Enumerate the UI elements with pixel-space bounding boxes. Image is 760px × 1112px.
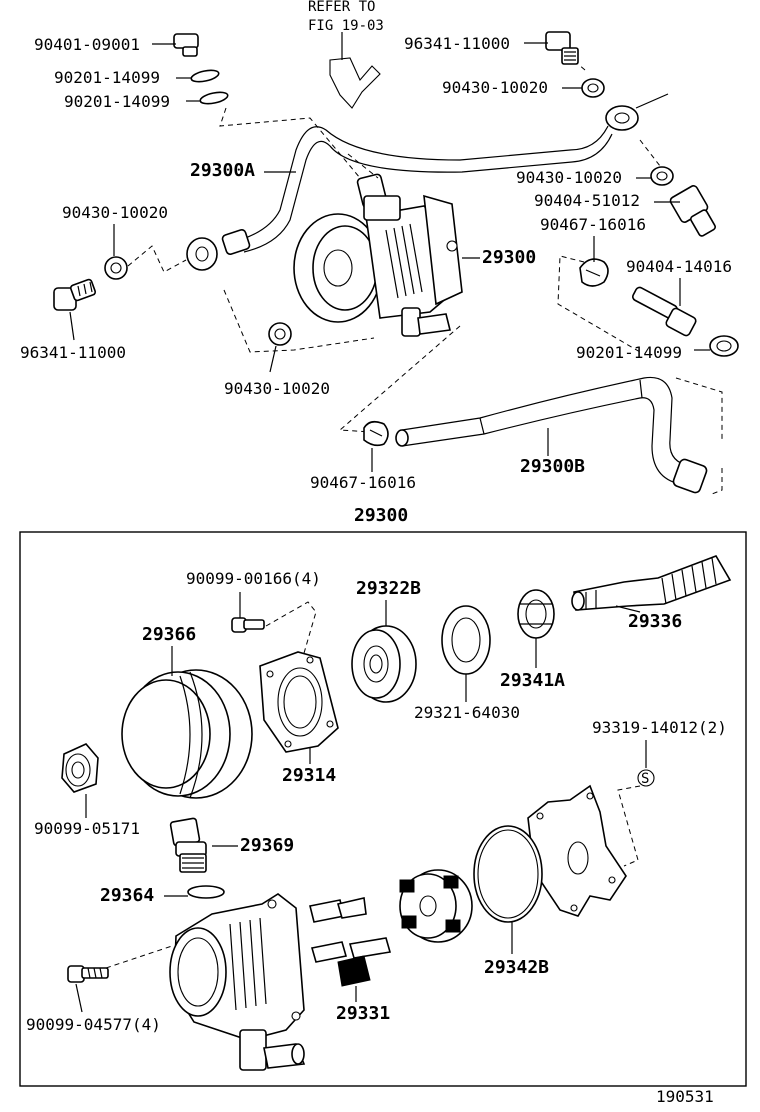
- label-29300: 29300: [482, 247, 536, 268]
- label-29369: 29369: [240, 835, 294, 856]
- label-29331: 29331: [336, 1003, 390, 1024]
- box-title-29300: 29300: [354, 505, 408, 526]
- nut-90099-05171: [61, 743, 99, 793]
- union-90404-14016: [632, 286, 697, 337]
- label-90430-10020-top: 90430-10020: [442, 78, 548, 97]
- label-29336: 29336: [628, 611, 682, 632]
- diagram-code: 190531: [656, 1087, 714, 1106]
- o-ring-29364: [187, 885, 225, 899]
- label-90099-04577: 90099-04577(4): [26, 1015, 161, 1034]
- refer-bracket: [329, 57, 381, 109]
- label-29300B: 29300B: [520, 456, 585, 477]
- vacuum-hose-29300B: [395, 376, 708, 494]
- oil-pipe-29300A: [186, 93, 669, 271]
- label-90099-05171: 90099-05171: [34, 819, 140, 838]
- label-29342B: 29342B: [484, 957, 549, 978]
- label-29314: 29314: [282, 765, 336, 786]
- label-90201-14099-c: 90201-14099: [576, 343, 682, 362]
- exploded-view-frame: [19, 531, 747, 1087]
- s-mark-text: S: [641, 771, 649, 787]
- label-90430-10020-mid: 90430-10020: [516, 168, 622, 187]
- label-29364: 29364: [100, 885, 154, 906]
- flange-29314: [259, 651, 339, 753]
- label-29366: 29366: [142, 624, 196, 645]
- refer-label-line2: FIG 19-03: [308, 18, 384, 34]
- label-29321-64030: 29321-64030: [414, 703, 520, 722]
- label-90467-16016-top: 90467-16016: [540, 215, 646, 234]
- union-bolt-96341-left: [53, 278, 97, 311]
- union-90404-51012: [669, 185, 716, 237]
- label-90430-10020-left: 90430-10020: [62, 203, 168, 222]
- vacuum-pump-29300: [293, 173, 463, 337]
- label-29322B: 29322B: [356, 578, 421, 599]
- label-93319-14012: 93319-14012(2): [592, 718, 727, 737]
- rotor: [399, 869, 473, 943]
- label-90099-00166: 90099-00166(4): [186, 569, 321, 588]
- hose-clip-90467-top: [579, 258, 609, 287]
- label-90201-14099-b: 90201-14099: [64, 92, 170, 111]
- oil-seal-29341A: [517, 589, 555, 639]
- label-29300A: 29300A: [190, 160, 255, 181]
- pulley-29366: [121, 669, 253, 799]
- vanes-29331: [309, 897, 392, 987]
- seal-s-mark: [637, 769, 655, 787]
- label-96341-11000-top: 96341-11000: [404, 34, 510, 53]
- o-ring-29342B: [473, 825, 543, 923]
- washer-90201-b: [199, 91, 229, 105]
- shaft-29336: [571, 555, 732, 611]
- hose-clip-90467-bottom: [363, 420, 389, 447]
- washer-90201-a: [190, 69, 220, 83]
- bolt-90099-04577: [67, 965, 109, 983]
- plate-29321-64030: [441, 605, 491, 675]
- label-29341A: 29341A: [500, 670, 565, 691]
- label-90404-51012: 90404-51012: [534, 191, 640, 210]
- label-90201-14099-a: 90201-14099: [54, 68, 160, 87]
- label-90430-10020-bottom: 90430-10020: [224, 379, 330, 398]
- bearing-29322B: [351, 625, 417, 703]
- label-96341-11000-left: 96341-11000: [20, 343, 126, 362]
- rear-housing-plate: [527, 784, 627, 917]
- label-90404-14016: 90404-14016: [626, 257, 732, 276]
- label-90401-09001: 90401-09001: [34, 35, 140, 54]
- union-bolt-96341-top: [545, 31, 579, 65]
- refer-label-line1: REFER TO: [308, 0, 375, 15]
- valve-29369: [169, 817, 207, 873]
- plug-bolt-90401: [173, 33, 199, 57]
- pump-housing: [169, 893, 306, 1071]
- label-90467-16016-bottom: 90467-16016: [310, 473, 416, 492]
- screw-90099-00166: [231, 617, 265, 633]
